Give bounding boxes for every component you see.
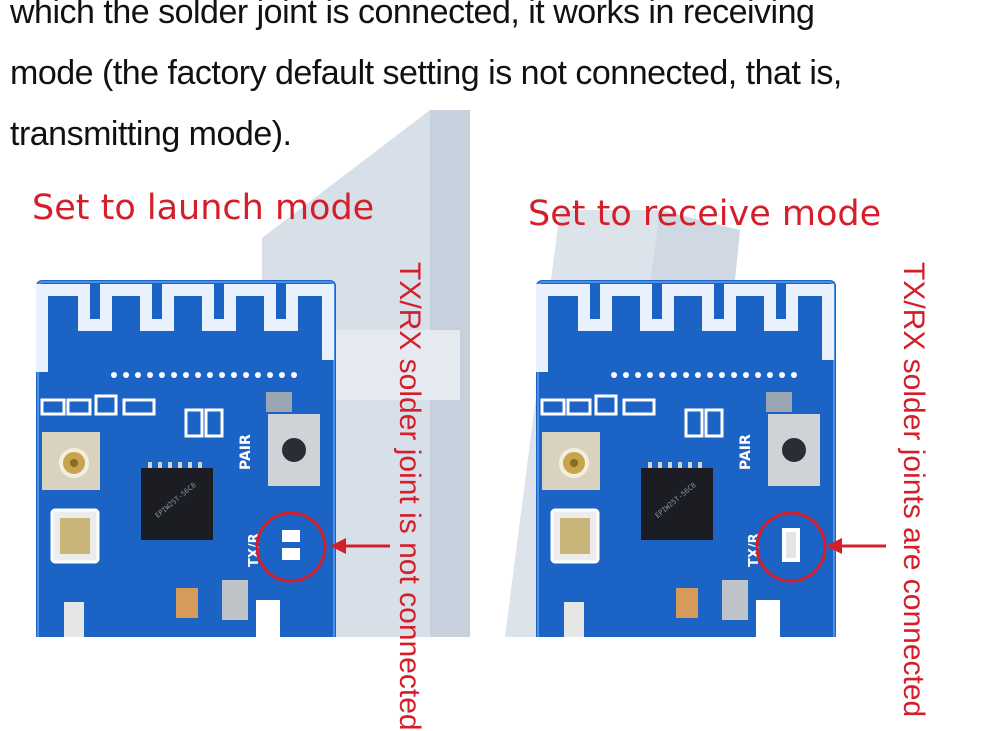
right-side-note: TX/RX solder joints are connected: [897, 262, 930, 718]
right-mcu-chip: [641, 468, 713, 540]
left-pair-silkscreen: PAIR: [238, 434, 254, 470]
left-pcb-board: EPIW25T-56C8 PAIR TX/R: [36, 280, 336, 637]
right-pair-silkscreen: PAIR: [738, 434, 754, 470]
intro-line-2: mode (the factory default setting is not…: [10, 54, 842, 92]
intro-line-1: which the solder joint is connected, it …: [10, 0, 815, 31]
antenna-trace: [36, 284, 334, 372]
right-pcb-board: EPIW25T-56C8 PAIR TX/R: [536, 280, 836, 637]
left-pointer-arrow: [330, 538, 390, 554]
right-solder-joint-highlight: [755, 511, 827, 583]
left-solder-joint-highlight: [255, 511, 327, 583]
right-pointer-arrow: [826, 538, 886, 554]
antenna-trace: [536, 284, 834, 372]
launch-mode-caption: Set to launch mode: [32, 188, 375, 228]
intro-paragraph: which the solder joint is connected, it …: [10, 0, 990, 165]
left-mcu-chip: [141, 468, 213, 540]
receive-mode-caption: Set to receive mode: [528, 194, 882, 234]
left-side-note: TX/RX solder joint is not connected: [393, 262, 426, 731]
intro-line-3: transmitting mode).: [10, 115, 292, 153]
